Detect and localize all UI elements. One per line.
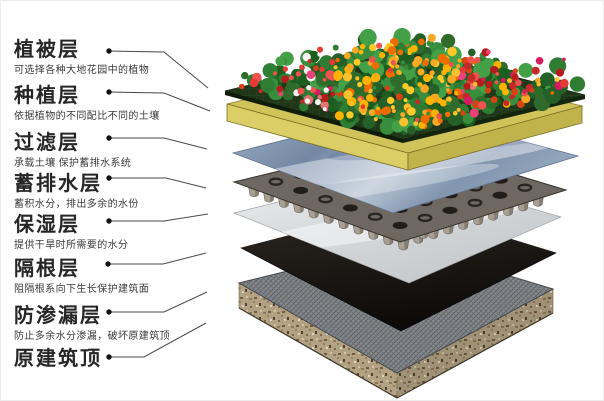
layer-desc: 提供干旱时所需要的水分	[14, 240, 129, 251]
label-vegetation-layer: 植被层 可选择各种大地花园中的植物	[14, 39, 149, 76]
layer-title: 植被层	[14, 39, 80, 61]
layer-title: 防渗漏层	[14, 305, 102, 327]
label-filter-layer: 过滤层 承载土壤 保护蓄排水系统	[14, 132, 131, 169]
leader-dot	[106, 89, 112, 95]
layer-desc: 依据植物的不同配比不同的土壤	[14, 111, 160, 122]
leader-dot	[106, 135, 112, 141]
layer-desc: 阻隔根系向下生长保护建筑面	[14, 284, 150, 295]
leader-dot	[105, 261, 111, 267]
label-roof-slab-layer: 原建筑顶	[14, 348, 102, 375]
leader-dot	[106, 218, 112, 224]
layer-desc: 防止多余水分渗漏，破坏原建筑顶	[14, 331, 170, 342]
leader-line-planting	[108, 91, 211, 112]
leader-line-waterproof	[109, 291, 208, 313]
layer-title: 原建筑顶	[14, 348, 102, 370]
leader-dot	[106, 48, 112, 54]
leader-line-rootbarrier	[108, 252, 207, 265]
leader-dot	[106, 354, 112, 360]
label-root-barrier-layer: 隔根层 阻隔根系向下生长保护建筑面	[14, 258, 149, 295]
leader-line-drainage	[109, 177, 207, 189]
label-moisture-layer: 保湿层 提供干旱时所需要的水分	[14, 214, 128, 251]
layer-title: 保湿层	[14, 214, 80, 236]
vegetation-flowers	[238, 27, 586, 136]
layer-title: 种植层	[14, 85, 80, 107]
label-planting-layer: 种植层 依据植物的不同配比不同的土壤	[14, 85, 160, 122]
layer-desc: 蓄积水分，排出多余的水份	[14, 199, 139, 210]
label-waterproof-layer: 防渗漏层 防止多余水分渗漏，破坏原建筑顶	[14, 305, 170, 342]
layer-desc: 承载土壤 保护蓄排水系统	[14, 158, 132, 169]
leader-line-moisture	[109, 213, 209, 222]
leader-line-filter	[109, 137, 208, 150]
leader-dot	[106, 309, 112, 315]
leader-dot	[106, 175, 112, 181]
layer-title: 蓄排水层	[14, 173, 102, 195]
layer-title: 隔根层	[14, 258, 80, 280]
leader-lines	[105, 48, 211, 360]
vegetation-layer	[224, 27, 586, 143]
label-drainage-layer: 蓄排水层 蓄积水分，排出多余的水份	[14, 173, 139, 210]
leader-line-roofslab	[109, 322, 207, 358]
layer-title: 过滤层	[14, 132, 80, 154]
layer-desc: 可选择各种大地花园中的植物	[14, 65, 150, 76]
leader-line-vegetation	[108, 50, 209, 89]
